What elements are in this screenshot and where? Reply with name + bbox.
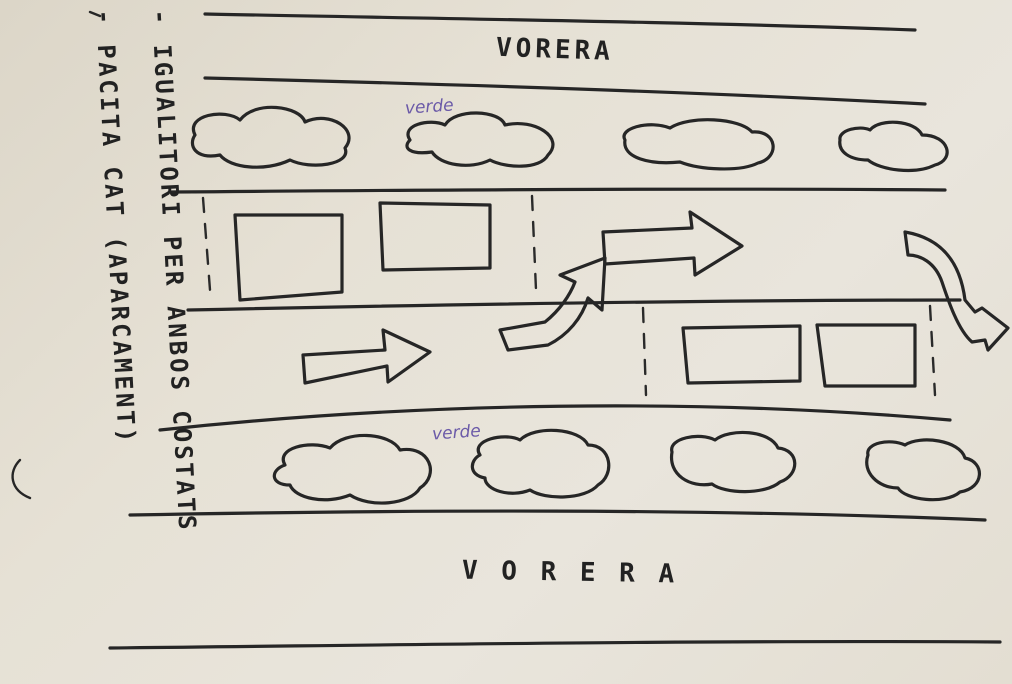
green-label-bottom: verde xyxy=(431,421,481,444)
bracket-tick xyxy=(88,10,102,18)
tree-top-2 xyxy=(405,111,555,168)
sidewalk-label-bottom: V O R E R A xyxy=(462,556,679,590)
arrow-upper-lane xyxy=(601,210,744,277)
road-line-sidewalk-lower xyxy=(203,76,927,106)
road-line-green-bottom xyxy=(128,509,987,522)
tree-bottom-1 xyxy=(272,433,432,505)
road-line-lane-top xyxy=(170,187,947,194)
sidewalk-label-top: VORERA xyxy=(495,33,614,67)
tree-bottom-4 xyxy=(865,438,981,502)
arrow-lower-lane xyxy=(301,328,432,385)
tree-top-4 xyxy=(838,120,949,172)
arrow-exit-turn xyxy=(903,230,1010,352)
parked-car-2 xyxy=(378,201,492,272)
parked-car-4 xyxy=(815,323,917,388)
note-equal-both-sides: - IGUALITORI PER ANBOS COSTATS xyxy=(146,9,201,533)
parking-divider-3 xyxy=(641,306,648,397)
note-parking-bay: - PACITA CAT (APARCAMENT) xyxy=(90,9,141,446)
tree-top-1 xyxy=(190,105,351,169)
arrow-lane-change xyxy=(498,256,607,352)
parking-divider-1 xyxy=(201,196,212,292)
green-label-top: verde xyxy=(404,95,454,118)
tree-top-3 xyxy=(622,118,775,171)
road-line-top xyxy=(203,12,917,32)
tree-bottom-3 xyxy=(669,430,797,494)
tree-bottom-2 xyxy=(470,428,611,499)
road-line-bottom xyxy=(108,639,1002,650)
parking-divider-2 xyxy=(530,194,538,292)
bracket-left xyxy=(11,458,32,500)
parking-divider-4 xyxy=(928,304,937,397)
road-line-lane-bottom xyxy=(158,404,952,432)
parked-car-1 xyxy=(233,213,344,302)
parked-car-3 xyxy=(681,324,802,385)
road-line-center xyxy=(186,298,962,312)
